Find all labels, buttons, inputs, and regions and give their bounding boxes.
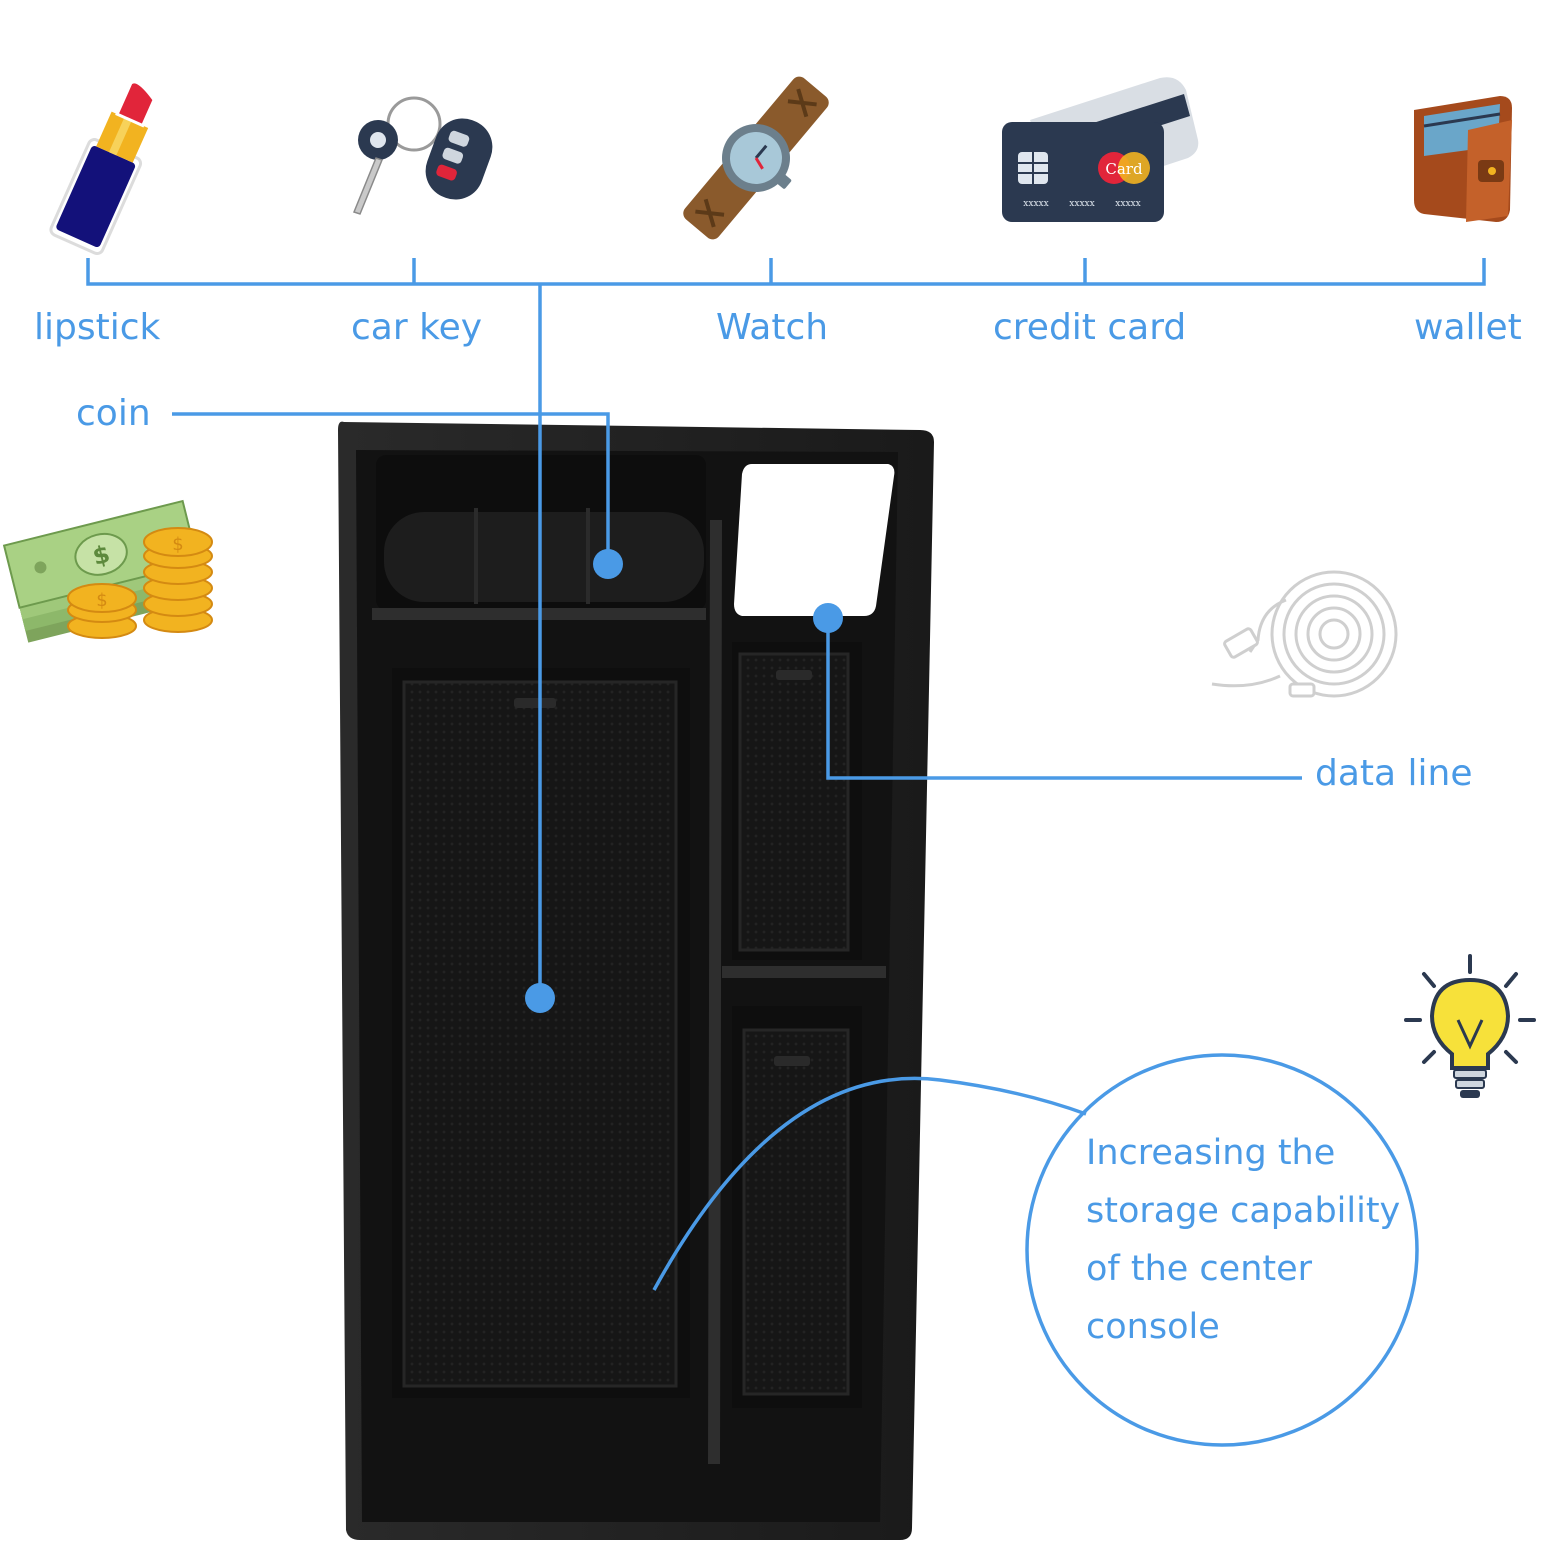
car-key-label: car key xyxy=(351,307,483,348)
svg-text:$: $ xyxy=(90,540,113,571)
coin-roll xyxy=(384,508,704,604)
lightbulb-icon xyxy=(1404,954,1536,1098)
watch-label: Watch xyxy=(716,307,829,348)
leader-lines xyxy=(86,258,1486,1447)
watch-icon xyxy=(683,76,829,240)
wallet-label: wallet xyxy=(1414,307,1522,348)
money-coins-icon: $ $ $ xyxy=(2,499,213,643)
usb-cable-icon xyxy=(1211,570,1398,698)
coin-pointer xyxy=(172,412,610,562)
data-line-label: data line xyxy=(1315,753,1473,794)
coin-label: coin xyxy=(76,393,151,434)
note-circle xyxy=(1025,1053,1419,1447)
note-line: storage capability xyxy=(1086,1191,1401,1231)
note-line: of the center xyxy=(1086,1249,1313,1289)
lipstick-label: lipstick xyxy=(34,307,161,348)
note-line: console xyxy=(1086,1307,1220,1347)
car-key-icon xyxy=(353,96,493,215)
note-pointer-curve xyxy=(652,1076,1087,1291)
svg-text:$: $ xyxy=(96,590,107,611)
coin-dot xyxy=(593,549,623,579)
data-line-pointer xyxy=(826,618,1302,780)
card-number-group: xxxxx xyxy=(1069,199,1094,209)
card-number-group: xxxxx xyxy=(1115,199,1140,209)
svg-text:$: $ xyxy=(172,534,183,555)
note-line: Increasing the xyxy=(1086,1133,1336,1173)
pointer-dots xyxy=(525,549,843,1013)
credit-card-label: credit card xyxy=(993,307,1187,348)
upper-right-compartment-mat xyxy=(738,652,850,952)
card-number-group: xxxxx xyxy=(1023,199,1048,209)
lower-right-compartment-mat xyxy=(742,1028,850,1396)
top-bracket-line xyxy=(86,258,1486,286)
card-brand-text: Card xyxy=(1105,160,1143,178)
tray-cutout xyxy=(734,464,895,616)
credit-card-icon: Card xxxxx xxxxx xxxxx xyxy=(1002,77,1199,222)
storage-note: Increasing the storage capability of the… xyxy=(1086,1124,1416,1356)
main-compartment-dot xyxy=(525,983,555,1013)
console-tray xyxy=(338,421,934,1541)
data-line-dot xyxy=(813,603,843,633)
wallet-icon xyxy=(1414,96,1512,222)
lipstick-icon xyxy=(49,80,156,256)
